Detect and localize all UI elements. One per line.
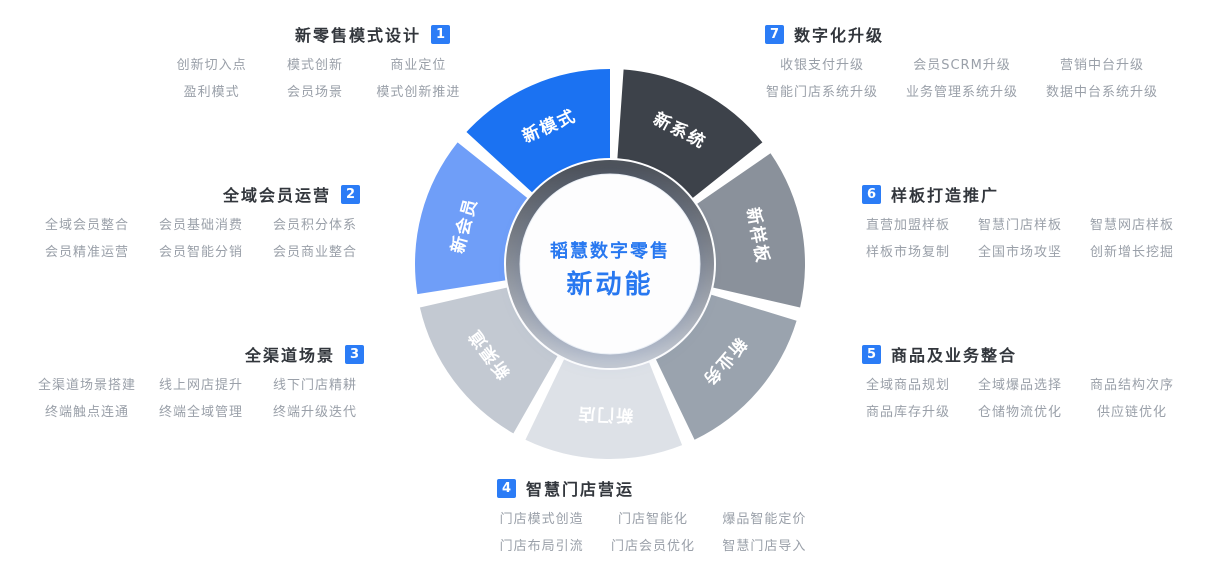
- capability-wheel: 新系统新样板新业务新门店新渠道新会员新模式 韬慧数字零售 新动能: [400, 55, 820, 475]
- section-item: 全渠道场景搭建: [37, 378, 136, 393]
- section-title: 数字化升级: [794, 26, 885, 45]
- section-item: 会员积分体系: [272, 218, 357, 233]
- section-number-badge: 1: [431, 24, 450, 44]
- section-number-badge: 2: [341, 184, 360, 204]
- section-item: 线下门店精耕: [272, 378, 357, 393]
- wheel-segment[interactable]: [697, 153, 806, 308]
- section-item: 创新增长挖掘: [1089, 245, 1174, 260]
- section-item: 智慧网店样板: [1089, 218, 1174, 233]
- section-title: 全域会员运营: [222, 186, 331, 205]
- wheel-segment[interactable]: [525, 359, 683, 459]
- section-item: 门店布局引流: [499, 539, 584, 554]
- section-item: 智慧门店导入: [722, 539, 807, 554]
- section-item: 营销中台升级: [1059, 58, 1144, 73]
- section-number-badge: 4: [497, 478, 516, 498]
- wheel-segment[interactable]: [415, 142, 528, 295]
- section-item: 商业定位: [390, 58, 447, 73]
- section-item: 终端触点连通: [44, 405, 129, 420]
- section-item: 仓储物流优化: [977, 405, 1062, 420]
- center-ring: [506, 160, 714, 368]
- section-item-grid: 创新切入点 模式创新 商业定位 盈利模式 会员场景 模式创新推进: [160, 57, 470, 102]
- section-model-store-promotion: 6 样板打造推广 直营加盟样板 智慧门店样板 智慧网店样板 样板市场复制 全国市…: [852, 184, 1188, 262]
- wheel-segment-label: 新门店: [576, 403, 634, 426]
- section-number-badge: 5: [862, 344, 881, 364]
- section-item: 智能门店系统升级: [765, 85, 878, 100]
- section-item-grid: 门店模式创造 门店智能化 爆品智能定价 门店布局引流 门店会员优化 智慧门店导入: [486, 511, 820, 556]
- section-item: 数据中台系统升级: [1045, 85, 1158, 100]
- section-item: 业务管理系统升级: [905, 85, 1018, 100]
- section-item: 全域会员整合: [44, 218, 129, 233]
- section-item: 会员基础消费: [158, 218, 243, 233]
- section-new-retail-model-design: 新零售模式设计 1 创新切入点 模式创新 商业定位 盈利模式 会员场景 模式创新…: [160, 24, 470, 102]
- section-title: 样板打造推广: [891, 186, 1000, 205]
- section-item: 会员商业整合: [272, 245, 357, 260]
- wheel-segment[interactable]: [466, 69, 610, 193]
- section-item-grid: 全渠道场景搭建 线上网店提升 线下门店精耕 终端触点连通 终端全域管理 终端升级…: [30, 377, 372, 422]
- section-title: 商品及业务整合: [891, 346, 1018, 365]
- section-item: 会员场景: [286, 85, 343, 100]
- wheel-segment[interactable]: [617, 69, 763, 198]
- section-product-business-integration: 5 商品及业务整合 全域商品规划 全域爆品选择 商品结构次序 商品库存升级 仓储…: [852, 344, 1188, 422]
- section-item: 直营加盟样板: [865, 218, 950, 233]
- section-item: 门店智能化: [617, 512, 688, 527]
- section-number-badge: 7: [765, 24, 784, 44]
- section-item: 门店会员优化: [610, 539, 695, 554]
- section-item: 会员SCRM升级: [913, 58, 1011, 73]
- section-item: 终端全域管理: [158, 405, 243, 420]
- section-item: 爆品智能定价: [722, 512, 807, 527]
- wheel-segment[interactable]: [655, 294, 797, 440]
- section-item: 线上网店提升: [158, 378, 243, 393]
- section-item: 盈利模式: [183, 85, 240, 100]
- section-item-grid: 直营加盟样板 智慧门店样板 智慧网店样板 样板市场复制 全国市场攻坚 创新增长挖…: [852, 217, 1188, 262]
- section-item: 会员精准运营: [44, 245, 129, 260]
- section-item: 供应链优化: [1096, 405, 1167, 420]
- section-item: 创新切入点: [176, 58, 247, 73]
- section-smart-store-operation: 4 智慧门店营运 门店模式创造 门店智能化 爆品智能定价 门店布局引流 门店会员…: [486, 478, 820, 556]
- section-item: 模式创新推进: [376, 85, 461, 100]
- section-title: 智慧门店营运: [526, 480, 635, 499]
- section-number-badge: 3: [345, 344, 364, 364]
- section-title: 新零售模式设计: [294, 26, 421, 45]
- section-item: 商品结构次序: [1089, 378, 1174, 393]
- center-disc: [519, 173, 701, 355]
- section-item-grid: 全域会员整合 会员基础消费 会员积分体系 会员精准运营 会员智能分销 会员商业整…: [30, 217, 372, 262]
- section-item-grid: 收银支付升级 会员SCRM升级 营销中台升级 智能门店系统升级 业务管理系统升级…: [752, 57, 1172, 102]
- section-omni-member-operation: 全域会员运营 2 全域会员整合 会员基础消费 会员积分体系 会员精准运营 会员智…: [30, 184, 372, 262]
- section-item: 全域爆品选择: [977, 378, 1062, 393]
- wheel-segment[interactable]: [419, 287, 558, 434]
- section-item: 门店模式创造: [499, 512, 584, 527]
- section-item: 样板市场复制: [865, 245, 950, 260]
- center-title: 韬慧数字零售: [550, 240, 670, 262]
- section-omni-channel-scene: 全渠道场景 3 全渠道场景搭建 线上网店提升 线下门店精耕 终端触点连通 终端全…: [30, 344, 372, 422]
- section-number-badge: 6: [862, 184, 881, 204]
- section-item: 会员智能分销: [158, 245, 243, 260]
- section-title: 全渠道场景: [244, 346, 335, 365]
- section-item: 全国市场攻坚: [977, 245, 1062, 260]
- section-item: 智慧门店样板: [977, 218, 1062, 233]
- section-item: 商品库存升级: [865, 405, 950, 420]
- section-item: 收银支付升级: [779, 58, 864, 73]
- section-item-grid: 全域商品规划 全域爆品选择 商品结构次序 商品库存升级 仓储物流优化 供应链优化: [852, 377, 1188, 422]
- section-item: 全域商品规划: [865, 378, 950, 393]
- section-item: 终端升级迭代: [272, 405, 357, 420]
- section-item: 模式创新: [286, 58, 343, 73]
- center-subtitle: 新动能: [566, 269, 653, 300]
- section-digital-upgrade: 7 数字化升级 收银支付升级 会员SCRM升级 营销中台升级 智能门店系统升级 …: [752, 24, 1172, 102]
